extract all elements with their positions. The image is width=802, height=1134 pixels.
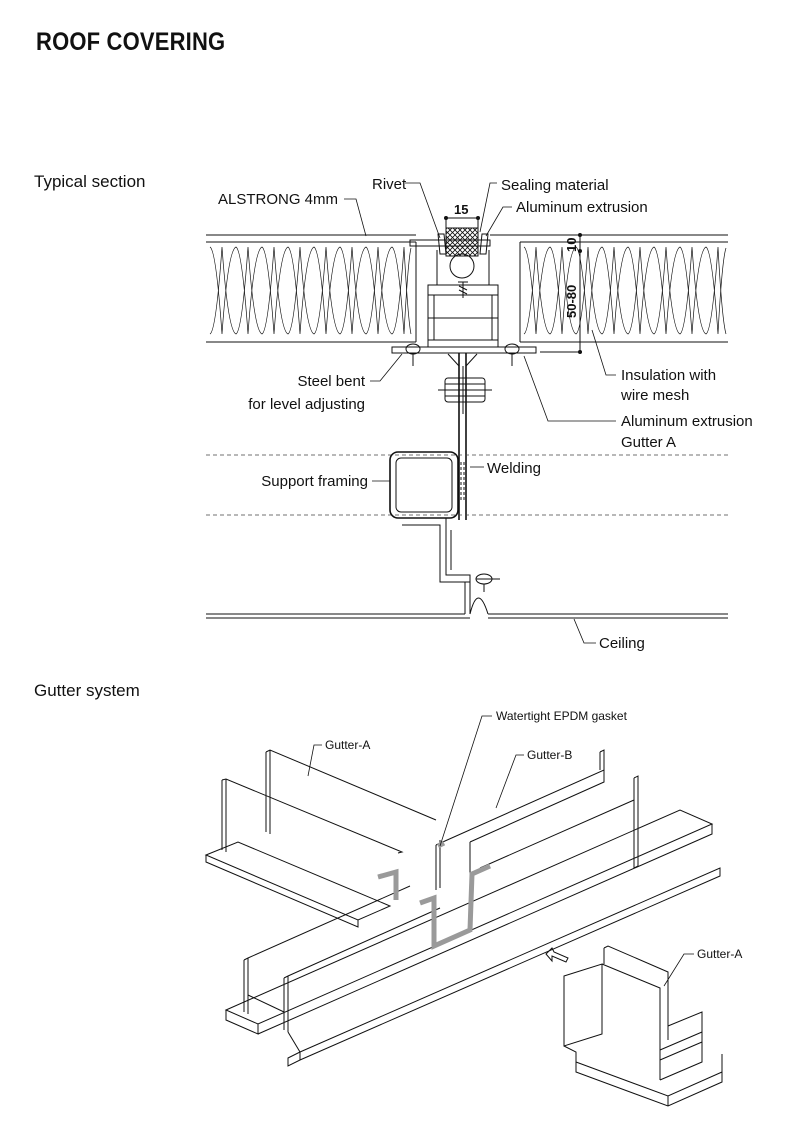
insert-arrow-icon <box>545 947 569 963</box>
roof-panel-left <box>206 234 417 343</box>
gutter-leaders <box>307 715 694 987</box>
label-gutter-a-piece: Gutter-A <box>697 947 742 961</box>
label-ceiling: Ceiling <box>599 635 645 652</box>
epdm-gasket <box>377 840 492 950</box>
page-title: ROOF COVERING <box>36 28 226 56</box>
label-gutter-b: Gutter-B <box>527 748 572 762</box>
roof-panel-right <box>490 234 728 343</box>
label-sealing-material: Sealing material <box>501 177 609 194</box>
label-steel-bent-line2: for level adjusting <box>248 396 365 413</box>
joint-cap <box>409 227 491 286</box>
gutter-a-left-arm <box>204 749 437 928</box>
ceiling <box>206 597 728 619</box>
ceiling-hanger <box>402 517 500 614</box>
label-aluminum-extrusion-gutter-line2: Gutter A <box>621 434 676 451</box>
label-welding: Welding <box>487 460 541 477</box>
section-heading-typical: Typical section <box>34 172 146 191</box>
label-epdm-gasket: Watertight EPDM gasket <box>496 709 628 723</box>
gutter-b-arm <box>435 749 639 900</box>
gutter-base-plate <box>391 343 537 366</box>
label-gutter-a-main: Gutter-A <box>325 738 370 752</box>
support-framing <box>206 451 728 519</box>
dimensions <box>444 216 582 354</box>
label-insulation-line1: Insulation with <box>621 367 716 384</box>
aluminum-extrusion-body <box>427 281 499 348</box>
label-steel-bent-line1: Steel bent <box>297 373 365 390</box>
typical-section-drawing: Rivet Sealing material Aluminum extrusio… <box>206 176 753 652</box>
label-support-framing: Support framing <box>261 473 368 490</box>
dimension-15: 15 <box>454 202 468 217</box>
label-alstrong: ALSTRONG 4mm <box>218 191 338 208</box>
label-aluminum-extrusion-gutter-line1: Aluminum extrusion <box>621 413 753 430</box>
dimension-10: 10 <box>564 238 579 252</box>
label-aluminum-extrusion-top: Aluminum extrusion <box>516 199 648 216</box>
section-heading-gutter: Gutter system <box>34 681 140 700</box>
gutter-a-main <box>224 809 721 1067</box>
leaders <box>344 182 616 644</box>
dimension-50-80: 50-80 <box>564 285 579 318</box>
gutter-a-piece <box>563 945 723 1107</box>
gutter-system-drawing: Watertight EPDM gasket Gutter-A Gutter-B… <box>204 709 742 1107</box>
steel-bent-adjuster <box>438 353 492 520</box>
label-insulation-line2: wire mesh <box>620 387 689 404</box>
label-rivet: Rivet <box>372 176 407 193</box>
